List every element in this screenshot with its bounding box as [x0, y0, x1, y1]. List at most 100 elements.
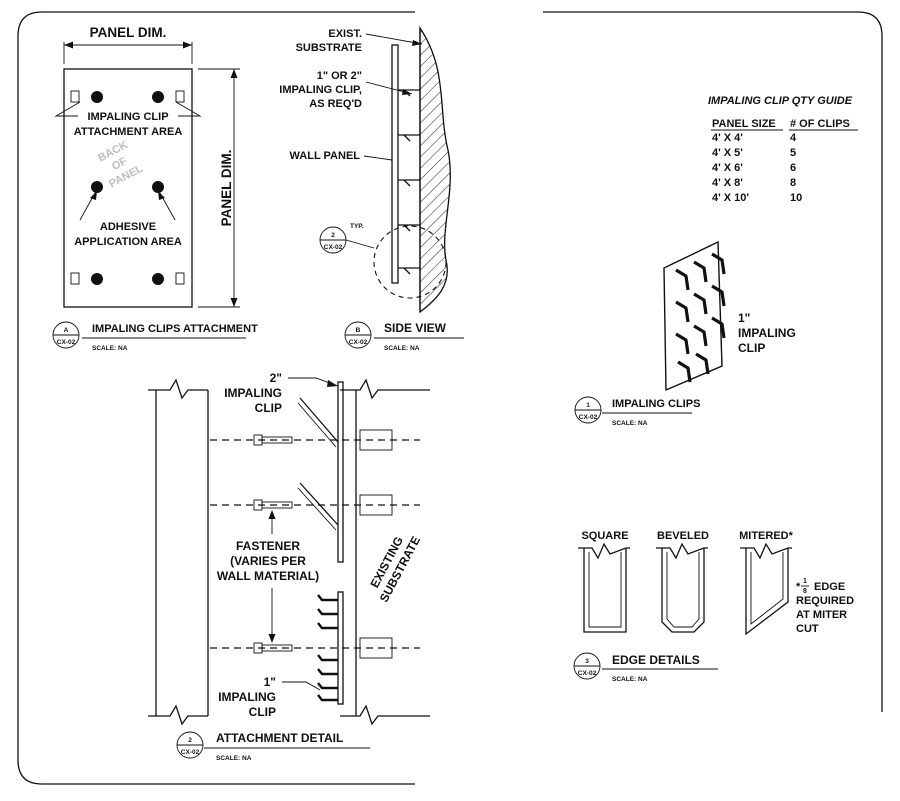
detail-tag-2: 2 CX-02 — [176, 731, 204, 759]
adhesive-dot — [152, 181, 164, 193]
exist-substrate-label-1: EXIST. — [328, 28, 362, 40]
qty-panel-size-cell: 4' X 4' — [712, 132, 743, 144]
qty-panel-size-cell: 4' X 5' — [712, 147, 743, 159]
back-of-panel-text: BACK OF PANEL — [96, 139, 145, 190]
svg-text:A: A — [64, 327, 69, 334]
edge-square — [578, 542, 630, 633]
short-prong — [317, 668, 338, 676]
clip-detail-label-2: IMPALING — [738, 326, 796, 340]
wall-panel — [391, 44, 399, 284]
svg-text:CX-02: CX-02 — [578, 670, 597, 677]
short-prong — [317, 694, 338, 702]
edge-note-2: REQUIRED — [796, 595, 854, 607]
detail-callout-circle — [373, 225, 447, 299]
fastener-label-3: WALL MATERIAL) — [217, 569, 319, 583]
impaling-clip-dot — [91, 273, 103, 285]
adhesive-label-2: APPLICATION AREA — [74, 236, 182, 248]
detail-tag-1: 1 CX-02 — [574, 396, 602, 424]
detail-title-2: ATTACHMENT DETAIL — [216, 731, 343, 745]
detail-tag-b: B CX-02 — [344, 321, 372, 349]
detail-scale-2: SCALE: NA — [216, 755, 252, 762]
svg-text:3: 3 — [585, 658, 589, 665]
clip-detail-label-3: CLIP — [738, 341, 765, 355]
clip-1in-label-2: IMPALING — [218, 690, 276, 704]
wall-panel-label: WALL PANEL — [290, 150, 361, 162]
edge-label-mitered: MITERED* — [739, 530, 794, 542]
clip-prong — [711, 284, 726, 307]
detail-title-a: IMPALING CLIPS ATTACHMENT — [92, 323, 258, 335]
short-prongs — [317, 594, 338, 702]
impaling-clip-dot — [152, 91, 164, 103]
panel-dim-side-label: PANEL DIM. — [219, 150, 234, 227]
clip-2in-label-1: 2" — [270, 371, 282, 385]
edge-note-frac-den: 8 — [803, 588, 807, 595]
svg-text:1: 1 — [586, 402, 590, 409]
qty-panel-size-cell: 4' X 10' — [712, 192, 749, 204]
clip-2in-label-3: CLIP — [255, 401, 282, 415]
clip-prong — [711, 252, 726, 275]
fastener-row — [210, 429, 420, 451]
clip-prongs — [675, 252, 726, 383]
typ-label: TYP. — [350, 223, 364, 230]
panel-edge-details: SQUARE BEVELED MITERED* * 1 8 EDGE REQUI… — [573, 530, 854, 683]
qty-clip-count-cell: 10 — [790, 192, 802, 204]
clip-2in-label-2: IMPALING — [224, 386, 282, 400]
side-clip-label-1: 1" OR 2" — [317, 70, 362, 82]
adhesive-label-1: ADHESIVE — [100, 221, 156, 233]
svg-text:CX-02: CX-02 — [57, 339, 76, 346]
edge-beveled — [656, 542, 708, 633]
edge-note-frac-num: 1 — [803, 578, 807, 585]
back-of-panel — [63, 68, 193, 308]
panel-attachment-detail: 2" IMPALING CLIP FASTENER (VARIES PER WA… — [148, 371, 430, 762]
qty-clip-count-cell: 6 — [790, 162, 796, 174]
impaling-clip-area-label-2: ATTACHMENT AREA — [74, 126, 183, 138]
edge-label-square: SQUARE — [581, 530, 628, 542]
short-prong — [317, 682, 338, 690]
edge-note-4: CUT — [796, 623, 819, 635]
qty-panel-size-cell: 4' X 8' — [712, 177, 743, 189]
clip-1in-label-3: CLIP — [249, 705, 276, 719]
detail-scale-a: SCALE: NA — [92, 345, 128, 352]
fastener-label-2: (VARIES PER — [230, 554, 306, 568]
qty-guide-title: IMPALING CLIP QTY GUIDE — [708, 95, 853, 107]
clip-prong — [693, 292, 708, 315]
short-prong — [317, 654, 338, 662]
clip-prong — [693, 260, 708, 283]
side-clip-label-2: IMPALING CLIP, — [279, 84, 362, 96]
panel-attachment-diagram: PANEL DIM. PANEL DIM. IMPALING CLIP ATTA… — [52, 25, 258, 352]
edge-note-asterisk: * — [796, 581, 801, 593]
detail-title-3: EDGE DETAILS — [612, 653, 700, 667]
clip-prong — [677, 360, 692, 383]
clip-detail-label-1: 1" — [738, 311, 750, 325]
clip-prong — [675, 332, 690, 355]
qty-header-panel-size: PANEL SIZE — [712, 118, 776, 130]
edge-label-beveled: BEVELED — [657, 530, 709, 542]
detail-title-1: IMPALING CLIPS — [612, 398, 700, 410]
detail-scale-1: SCALE: NA — [612, 420, 648, 427]
svg-text:CX-02: CX-02 — [324, 244, 343, 251]
panel-side-view: EXIST. SUBSTRATE 1" OR 2" IMPALING CLIP,… — [279, 25, 464, 352]
detail-title-b: SIDE VIEW — [384, 321, 447, 335]
qty-clip-count-cell: 5 — [790, 147, 796, 159]
clip-prong — [675, 300, 690, 323]
clip-2in-plate — [337, 381, 344, 563]
adhesive-dot — [91, 181, 103, 193]
impaling-clip-dot — [152, 273, 164, 285]
clip-1in-label-1: 1" — [264, 675, 276, 689]
detail-scale-b: SCALE: NA — [384, 345, 420, 352]
panel-impaling-clip-3d: 1" IMPALING CLIP 1 CX-02 IMPALING CLIPS … — [574, 240, 796, 427]
detail-scale-3: SCALE: NA — [612, 676, 648, 683]
edge-note-1: EDGE — [814, 581, 845, 593]
clip-prong — [711, 316, 726, 339]
clip-prong — [675, 268, 690, 291]
callout-tag-2: 2 CX-02 — [319, 226, 347, 254]
side-clip-label-3: AS REQ'D — [309, 98, 362, 110]
qty-panel-size-cell: 4' X 6' — [712, 162, 743, 174]
svg-text:2: 2 — [188, 737, 192, 744]
impaling-clip-area-label-1: IMPALING CLIP — [87, 111, 168, 123]
panel-dim-top-label: PANEL DIM. — [90, 25, 167, 40]
exist-substrate-label-2: SUBSTRATE — [296, 42, 362, 54]
existing-substrate-label: EXISTING SUBSTRATE — [367, 534, 423, 605]
svg-text:2: 2 — [331, 232, 335, 239]
